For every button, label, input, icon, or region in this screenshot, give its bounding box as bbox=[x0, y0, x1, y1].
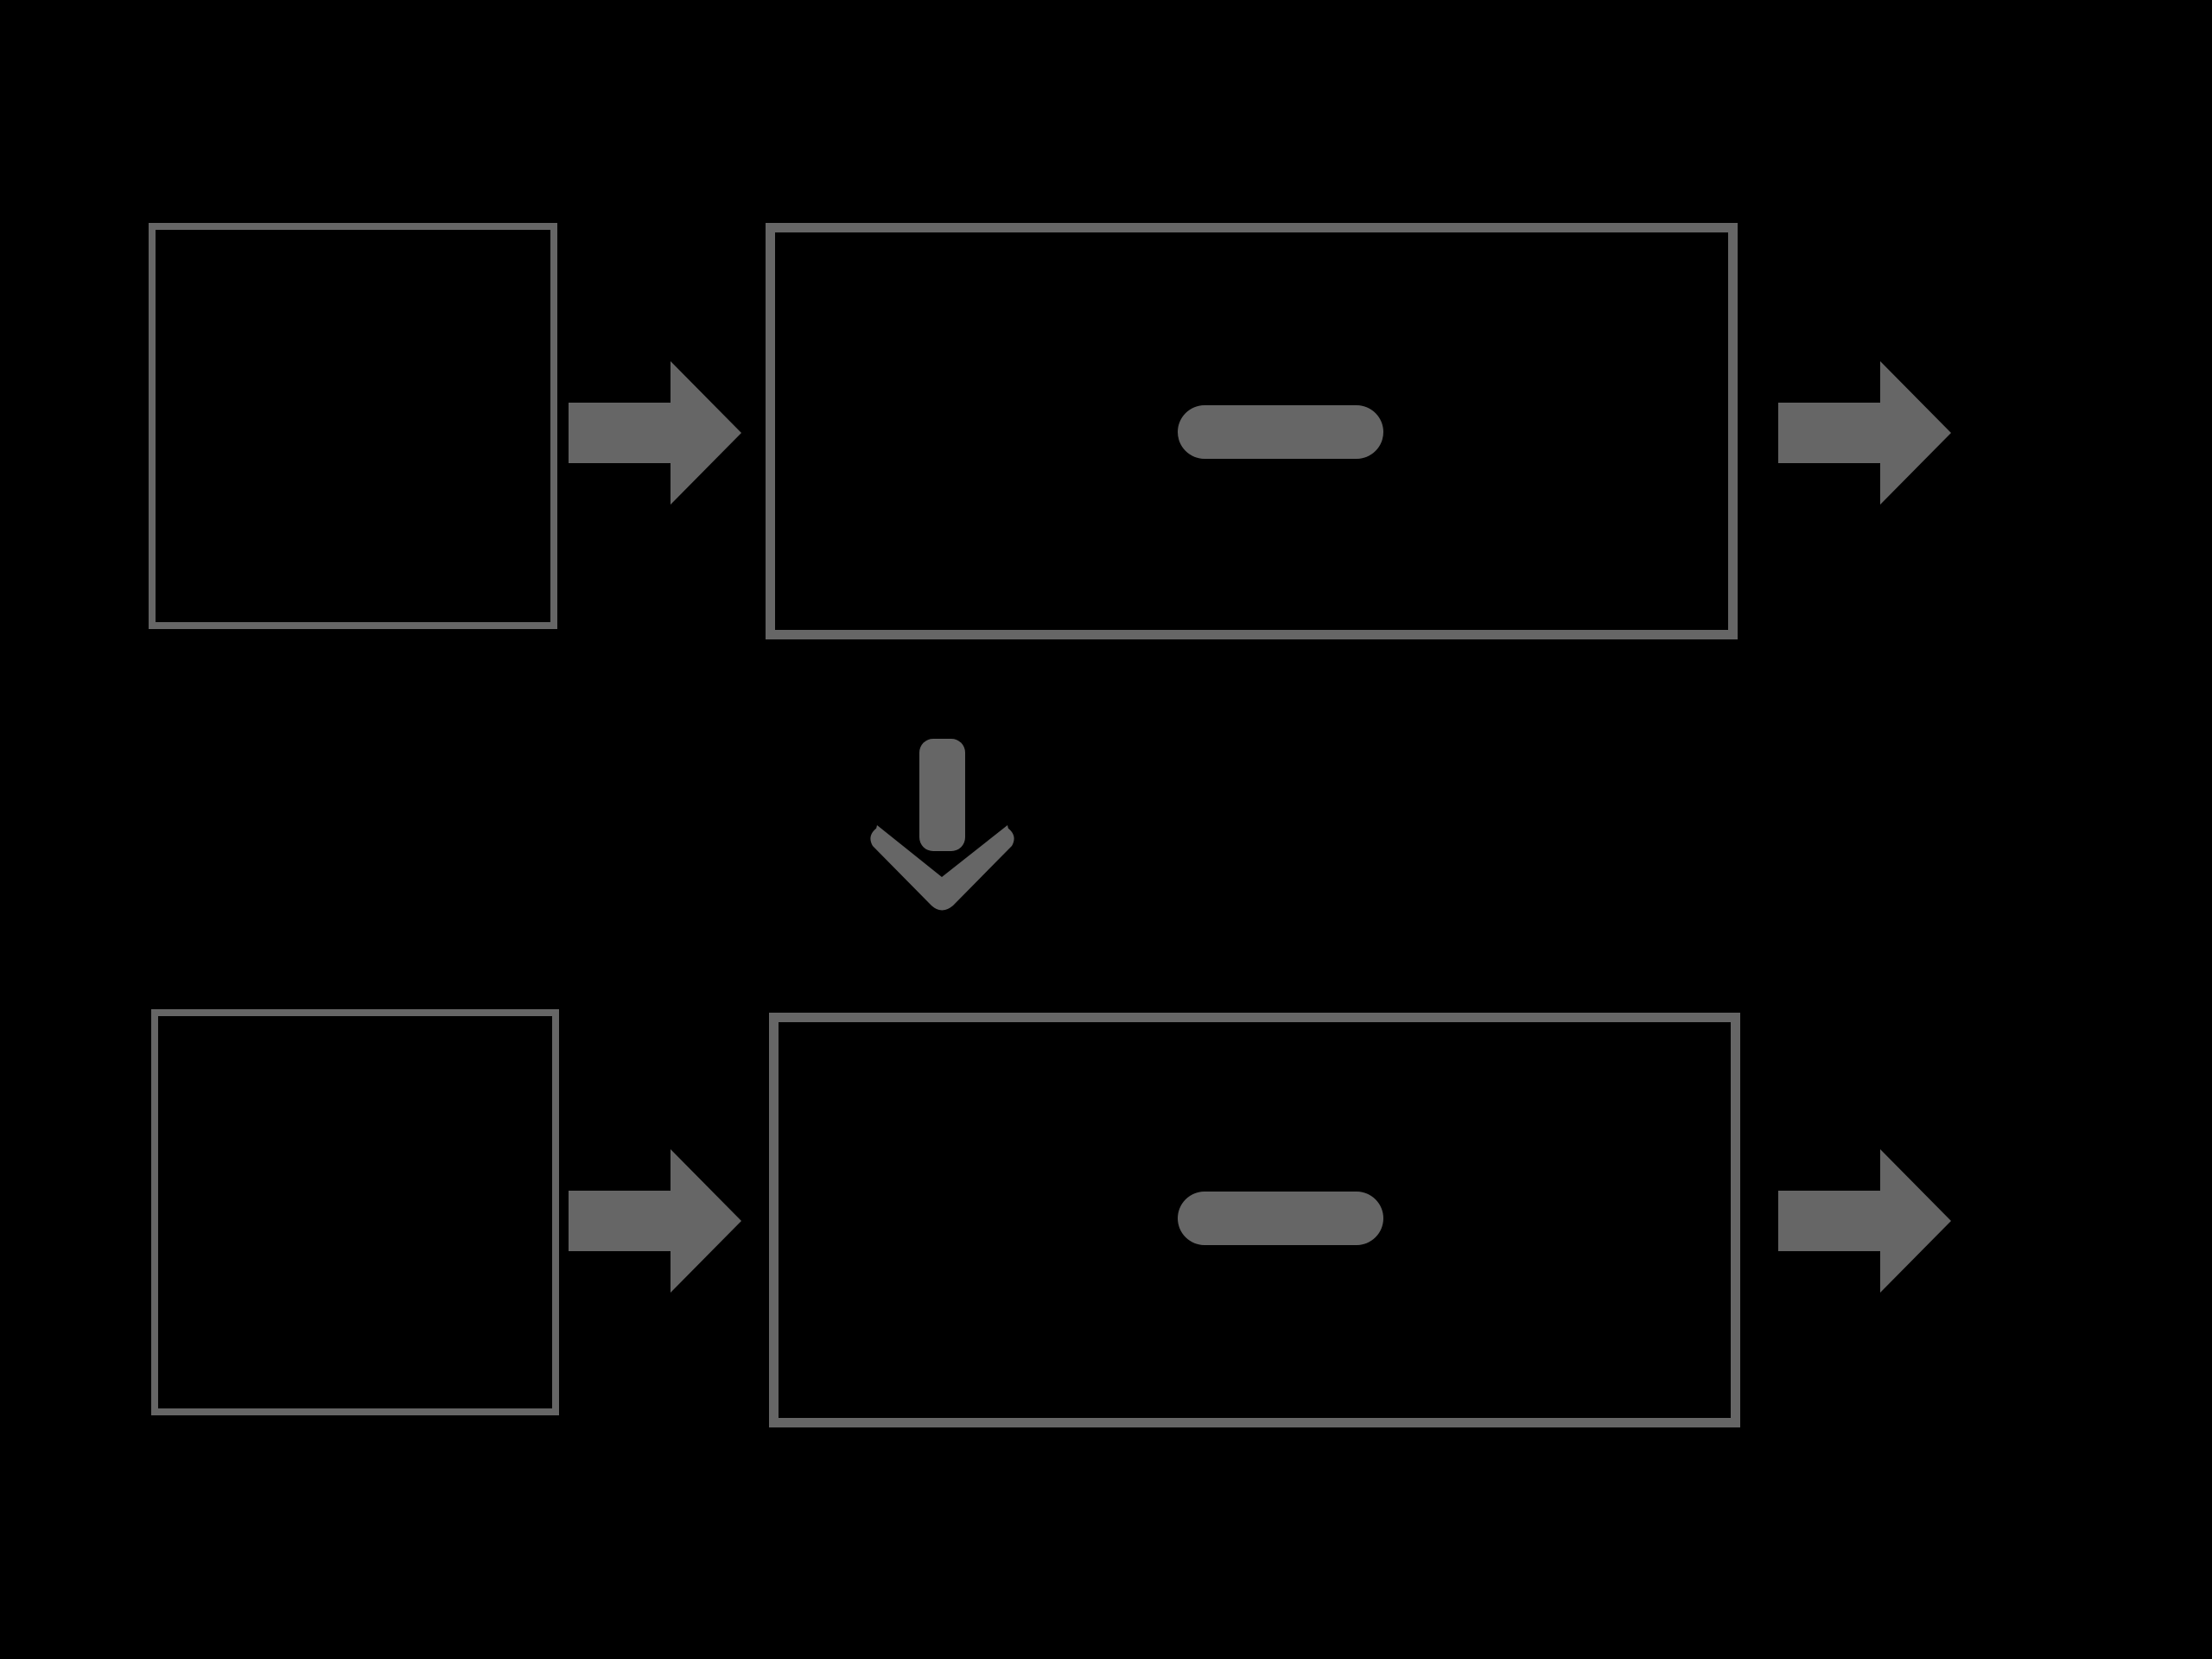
top-rect-dash-icon bbox=[1178, 405, 1383, 459]
bottom-input-square[interactable] bbox=[151, 1009, 559, 1415]
top-arrow-right-1-icon bbox=[569, 361, 741, 505]
top-process-rect[interactable] bbox=[766, 223, 1738, 639]
bottom-arrow-right-2-icon bbox=[1778, 1149, 1951, 1293]
bottom-process-rect[interactable] bbox=[769, 1013, 1740, 1427]
bottom-arrow-right-1-icon bbox=[569, 1149, 741, 1293]
top-arrow-right-2-icon bbox=[1778, 361, 1951, 505]
bottom-rect-dash-icon bbox=[1178, 1192, 1383, 1245]
row-link-down-arrow-icon bbox=[867, 739, 1018, 912]
top-input-square[interactable] bbox=[149, 223, 557, 629]
